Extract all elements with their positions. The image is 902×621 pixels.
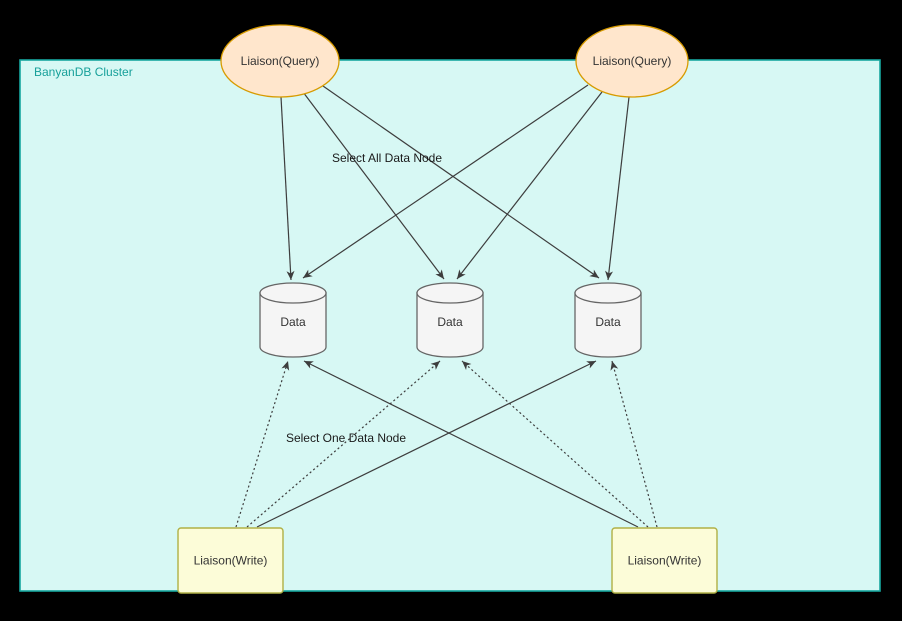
edge-query1-to-data1 xyxy=(280,96,295,281)
edge-write2-to-data1 xyxy=(303,360,639,528)
edge-query2-to-data2 xyxy=(456,91,603,280)
node-data3-body xyxy=(574,292,642,358)
cluster-label: BanyanDB Cluster xyxy=(34,65,133,79)
edge-query1-to-data3 xyxy=(322,85,600,279)
edge-write2-to-data3 xyxy=(610,360,658,528)
edge-write1-to-data3 xyxy=(256,360,597,528)
edge-label-select-all-data-node: Select All Data Node xyxy=(332,151,442,165)
edge-query2-to-data3 xyxy=(605,96,630,281)
node-query2 xyxy=(575,24,689,98)
node-data2-top xyxy=(416,282,484,304)
edge-query2-to-data1 xyxy=(302,84,589,279)
edge-write1-to-data1 xyxy=(235,360,290,528)
node-query1 xyxy=(220,24,340,98)
node-data2-label: Data xyxy=(437,315,463,329)
node-data3-top xyxy=(574,282,642,304)
node-write1-label: Liaison(Write) xyxy=(194,554,268,568)
node-query2-label: Liaison(Query) xyxy=(593,54,672,68)
edge-query1-to-data2 xyxy=(302,91,445,280)
node-write2 xyxy=(611,527,718,594)
node-query1-label: Liaison(Query) xyxy=(241,54,320,68)
node-data1-label: Data xyxy=(280,315,306,329)
node-data3-label: Data xyxy=(595,315,621,329)
node-write1 xyxy=(177,527,284,594)
edge-label-select-one-data-node: Select One Data Node xyxy=(286,431,406,445)
edge-write1-to-data2 xyxy=(246,360,441,528)
node-data2-body xyxy=(416,292,484,358)
node-data1-body xyxy=(259,292,327,358)
node-write2-label: Liaison(Write) xyxy=(628,554,702,568)
edge-write2-to-data2 xyxy=(461,360,649,528)
node-data1-top xyxy=(259,282,327,304)
